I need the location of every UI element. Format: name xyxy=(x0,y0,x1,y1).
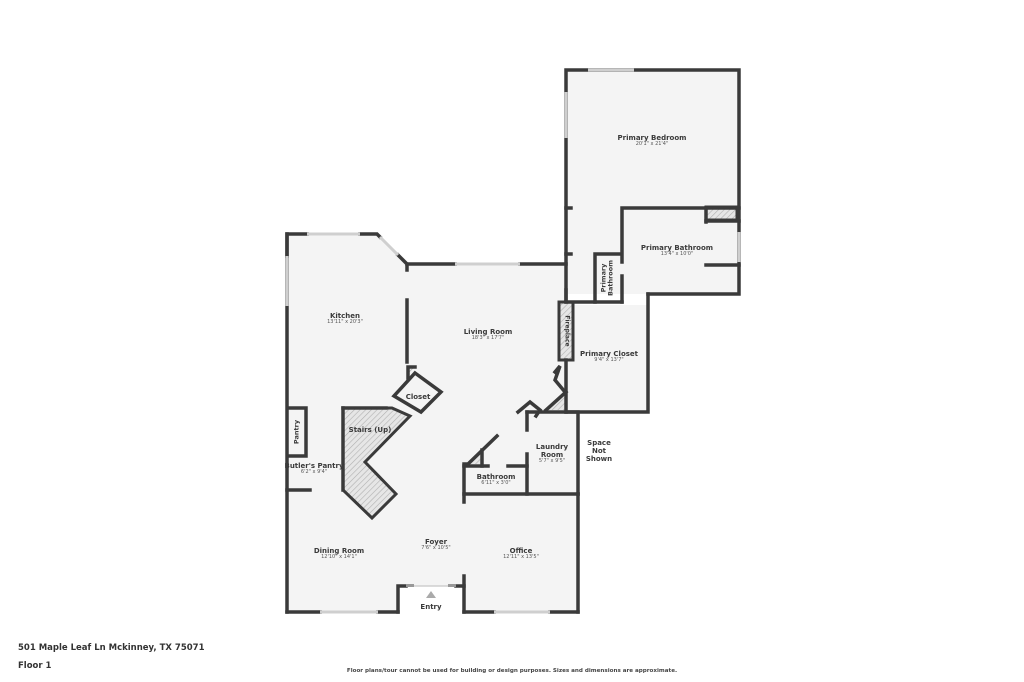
entry-door[interactable] xyxy=(406,584,456,598)
room-name: Laundry Room xyxy=(535,443,569,460)
stairs[interactable]: Stairs (Up) xyxy=(349,426,392,434)
room-dimensions: 5'7" x 9'5" xyxy=(538,458,566,465)
floor-fill xyxy=(287,70,739,612)
room-dimensions: 18'3" x 17'7" xyxy=(471,335,505,342)
room-name: Primary Bedroom xyxy=(617,134,687,143)
room-name: Primary Closet xyxy=(579,350,639,359)
room-name: Primary Bathroom xyxy=(640,244,714,253)
room-office[interactable]: Office 12'11" x 13'5" xyxy=(503,547,539,561)
entry-arrow-icon xyxy=(426,591,436,598)
room-primary-bathroom[interactable]: Primary Bathroom 13'4" x 10'0" xyxy=(641,244,713,258)
floor-label: Floor 1 xyxy=(18,661,52,671)
room-living-room[interactable]: Living Room 18'3" x 17'7" xyxy=(464,328,513,342)
room-name: Office xyxy=(509,547,533,556)
room-dimensions: 7'6" x 10'5" xyxy=(421,545,451,552)
windows xyxy=(285,68,741,614)
room-name: Pantry xyxy=(292,419,301,445)
room-dimensions: 9'4" x 13'7" xyxy=(594,357,624,364)
room-bathroom[interactable]: Bathroom 6'11" x 3'0" xyxy=(477,473,516,487)
room-name: Foyer xyxy=(424,538,448,547)
room-name: Stairs (Up) xyxy=(348,425,392,434)
room-butlers-pantry[interactable]: Butler's Pantry 6'2" x 9'4" xyxy=(284,462,343,476)
room-dimensions: 13'11" x 20'3" xyxy=(327,319,363,326)
room-name: Butler's Pantry xyxy=(284,462,344,471)
stairs-shape xyxy=(341,406,413,521)
room-laundry-room[interactable]: Laundry Room 5'7" x 9'5" xyxy=(535,443,569,465)
room-foyer[interactable]: Foyer 7'6" x 10'5" xyxy=(421,538,450,552)
room-name: Living Room xyxy=(463,328,513,337)
room-name: Bathroom xyxy=(476,473,516,482)
room-primary-bathroom-small[interactable]: Primary Bathroom xyxy=(599,258,616,298)
disclaimer: Floor plans/tour cannot be used for buil… xyxy=(346,668,678,674)
room-name: Fireplace xyxy=(563,315,571,347)
room-dimensions: 6'11" x 3'0" xyxy=(481,480,511,487)
room-primary-closet[interactable]: Primary Closet 9'4" x 13'7" xyxy=(580,350,638,364)
room-pantry[interactable]: Pantry xyxy=(292,419,301,445)
property-address: 501 Maple Leaf Ln Mckinney, TX 75071 xyxy=(18,643,205,653)
room-dimensions: 6'2" x 9'4" xyxy=(300,469,328,476)
room-dining-room[interactable]: Dining Room 12'10" x 14'1" xyxy=(314,547,364,561)
room-space-not-shown: Space Not Shown xyxy=(579,439,619,463)
fireplace: Fireplace xyxy=(563,315,570,346)
room-kitchen[interactable]: Kitchen 13'11" x 20'3" xyxy=(327,312,363,326)
room-name: Closet xyxy=(405,392,431,401)
room-name: Primary Bathroom xyxy=(599,260,615,296)
room-name: Dining Room xyxy=(313,547,365,556)
room-name: Space Not Shown xyxy=(585,438,613,464)
room-dimensions: 20'1" x 21'4" xyxy=(635,141,669,148)
room-primary-bedroom[interactable]: Primary Bedroom 20'1" x 21'4" xyxy=(618,134,687,148)
room-dimensions: 12'11" x 13'5" xyxy=(503,554,539,561)
room-entry[interactable]: Entry xyxy=(420,603,441,611)
room-name: Kitchen xyxy=(329,312,361,321)
room-name: Entry xyxy=(420,602,442,611)
room-dimensions: 13'4" x 10'0" xyxy=(660,251,694,258)
room-dimensions: 12'10" x 14'1" xyxy=(321,554,357,561)
walls xyxy=(285,68,741,614)
room-closet[interactable]: Closet xyxy=(406,393,431,401)
